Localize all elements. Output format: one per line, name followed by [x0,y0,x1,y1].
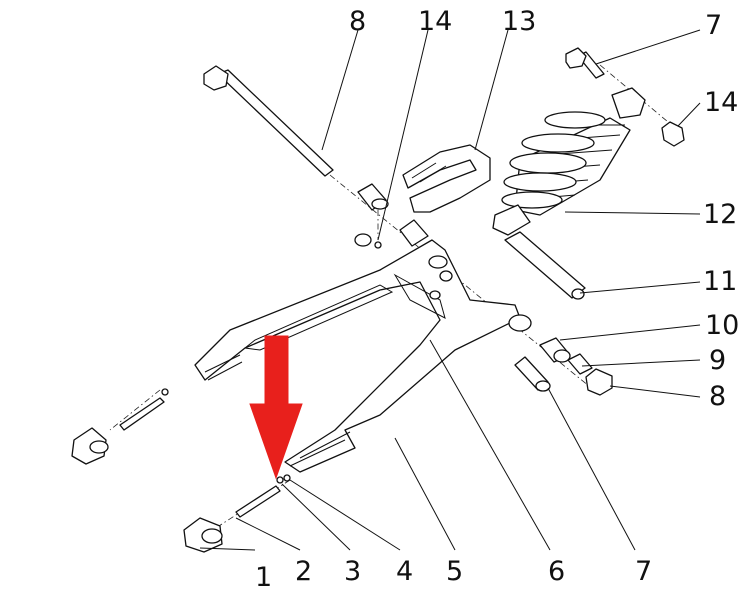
callout-2: 2 [295,556,312,587]
chain-guide [402,144,491,213]
callout-4: 4 [396,556,413,587]
callout-14-right: 14 [704,87,738,118]
red-arrow [249,335,303,480]
swingarm [194,239,532,473]
shock-absorber [492,87,646,236]
callout-7-bottom: 7 [635,556,652,587]
callout-14-top: 14 [418,6,452,37]
callout-6: 6 [548,556,565,587]
callout-labels: 8 14 13 7 14 12 11 10 9 8 7 6 5 4 3 2 1 [255,6,739,593]
callout-13: 13 [502,6,536,37]
top-bushing [354,183,429,249]
shock-top-hardware [565,47,685,147]
shock-bracket [504,231,586,300]
callout-12: 12 [703,199,737,230]
callout-3: 3 [344,556,361,587]
callout-11: 11 [703,266,737,297]
callout-9: 9 [709,345,726,376]
pivot-parts [514,337,613,396]
callout-1: 1 [255,562,272,593]
leader-lines [199,29,701,551]
callout-5: 5 [446,556,463,587]
callout-8-bottom: 8 [709,381,726,412]
callout-7-top: 7 [705,10,722,41]
axle-adjusters [71,388,291,553]
callout-8-top: 8 [349,6,366,37]
callout-10: 10 [705,310,739,341]
axle-rod [203,65,334,177]
